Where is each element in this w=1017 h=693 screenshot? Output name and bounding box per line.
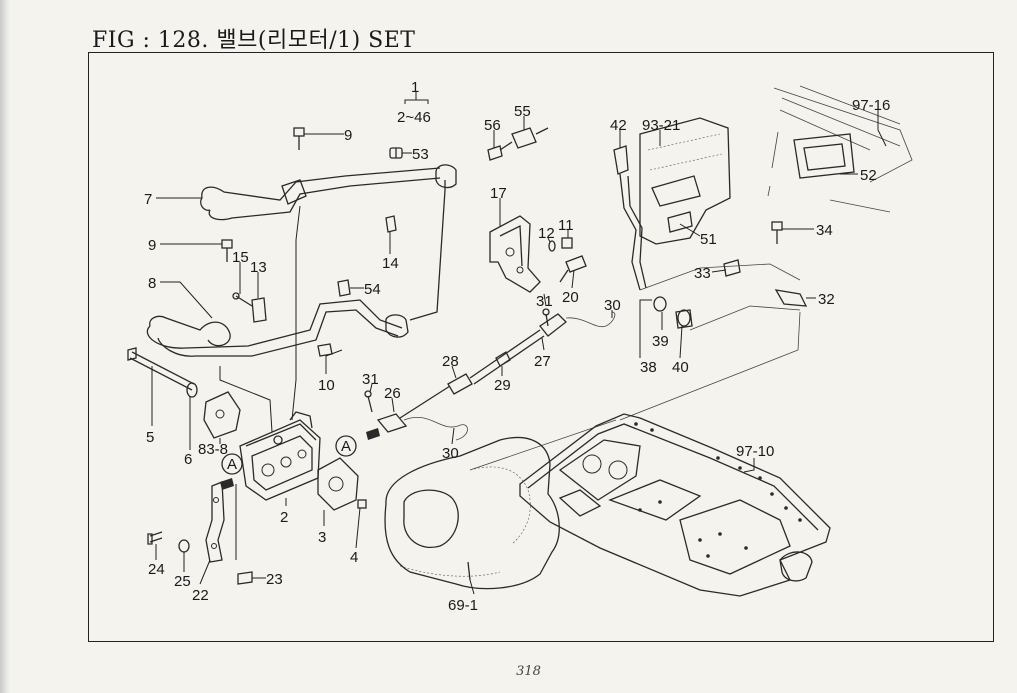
bolt-20	[559, 255, 587, 283]
bolt-31-lower	[364, 390, 373, 413]
callout-15: 15	[232, 249, 249, 266]
callout-56: 56	[484, 117, 501, 134]
callout-83-8: 83-8	[198, 441, 228, 458]
callout-30-lower: 30	[442, 445, 459, 462]
callout-labels: 1 2~46 9 53 7 14 9 15 13 8 54 10 5 6 83-…	[144, 79, 890, 614]
pipe-connector-lower	[385, 314, 409, 338]
view-a-marker-left: A	[220, 453, 243, 490]
washer-6	[186, 382, 198, 398]
callout-33: 33	[694, 265, 711, 282]
view-a-marker-right: A	[335, 428, 380, 457]
callout-25: 25	[174, 573, 191, 590]
callout-28: 28	[442, 353, 459, 370]
valve-block-3	[317, 457, 359, 511]
callout-29: 29	[494, 377, 511, 394]
pipe-connector-upper	[409, 164, 457, 321]
callout-10: 10	[318, 377, 335, 394]
bracket-17	[489, 215, 541, 293]
clevis-31-upper	[539, 308, 567, 337]
callout-2-46: 2~46	[397, 109, 431, 126]
callout-4: 4	[350, 549, 358, 566]
transmission-housing-69-1	[384, 436, 560, 590]
callout-32: 32	[818, 291, 835, 308]
callout-38: 38	[640, 359, 657, 376]
callout-40: 40	[672, 359, 689, 376]
callout-8: 8	[148, 275, 156, 292]
callout-93-21: 93-21	[642, 117, 680, 134]
leader-lines	[151, 92, 887, 595]
floor-plate-97-10	[519, 413, 831, 597]
callout-5: 5	[146, 429, 154, 446]
callout-69-1: 69-1	[448, 597, 478, 614]
callout-54: 54	[364, 281, 381, 298]
callout-39: 39	[652, 333, 669, 350]
valve-body-2	[239, 411, 321, 501]
callout-12: 12	[538, 225, 555, 242]
callout-97-10: 97-10	[736, 443, 774, 460]
callout-27: 27	[534, 353, 551, 370]
callout-9-lower: 9	[148, 237, 156, 254]
nut-4	[357, 499, 367, 509]
cable-26-30	[376, 385, 468, 441]
bolt-23	[237, 571, 253, 585]
clip-14	[385, 215, 397, 233]
callout-14: 14	[382, 255, 399, 272]
clip-54	[337, 279, 351, 297]
page-number: 318	[516, 664, 541, 679]
callout-34: 34	[816, 222, 833, 239]
view-a-letter-left: A	[227, 456, 237, 473]
long-bolt-5	[127, 347, 195, 391]
view-a-letter-right: A	[341, 438, 351, 455]
callout-11: 11	[558, 217, 574, 234]
bracket-22	[205, 481, 225, 563]
cab-side-97-16	[767, 85, 913, 213]
callout-17: 17	[490, 185, 507, 202]
callout-26: 26	[384, 385, 401, 402]
bolt-9-lower	[221, 239, 233, 262]
callout-55: 55	[514, 103, 531, 120]
bushing-38-40	[653, 296, 693, 329]
bolt-9-upper	[293, 127, 305, 150]
nut-11-12	[548, 237, 573, 252]
callout-3: 3	[318, 529, 326, 546]
callout-20: 20	[562, 289, 579, 306]
rod-27-29	[469, 329, 545, 385]
callout-24: 24	[148, 561, 165, 578]
figure-title: FIG : 128. 밸브(리모터/1) SET	[92, 28, 416, 53]
callout-31-lower: 31	[362, 371, 379, 388]
callout-97-16: 97-16	[852, 97, 890, 114]
bracket-32	[774, 289, 808, 307]
bracket-33	[723, 259, 741, 277]
callout-22: 22	[192, 587, 209, 604]
pipe-7	[200, 167, 441, 221]
callout-42: 42	[610, 117, 627, 134]
callout-7: 7	[144, 191, 152, 208]
lever-42	[613, 145, 647, 291]
callout-52: 52	[860, 167, 877, 184]
washer-25	[178, 539, 190, 553]
callout-51: 51	[700, 231, 717, 248]
fitting-53	[389, 147, 403, 159]
bolt-24	[147, 531, 163, 545]
valve-cover-83-8	[203, 391, 241, 439]
callout-23: 23	[266, 571, 283, 588]
pipe-8	[146, 299, 403, 357]
scan-edge-shadow	[0, 0, 10, 693]
bracket-13-15	[232, 292, 267, 323]
callout-31-upper: 31	[536, 293, 553, 310]
turnbuckle-28	[447, 373, 473, 395]
callout-1: 1	[411, 79, 419, 96]
diagram-frame	[88, 52, 994, 642]
console-panel-93-21	[639, 117, 731, 245]
callout-30-upper: 30	[604, 297, 621, 314]
callout-13: 13	[250, 259, 267, 276]
callout-53: 53	[412, 146, 429, 163]
callout-9-upper: 9	[344, 127, 352, 144]
callout-2: 2	[280, 509, 288, 526]
callout-6: 6	[184, 451, 192, 468]
bolt-34	[771, 221, 783, 244]
cable-30-upper	[565, 311, 616, 328]
